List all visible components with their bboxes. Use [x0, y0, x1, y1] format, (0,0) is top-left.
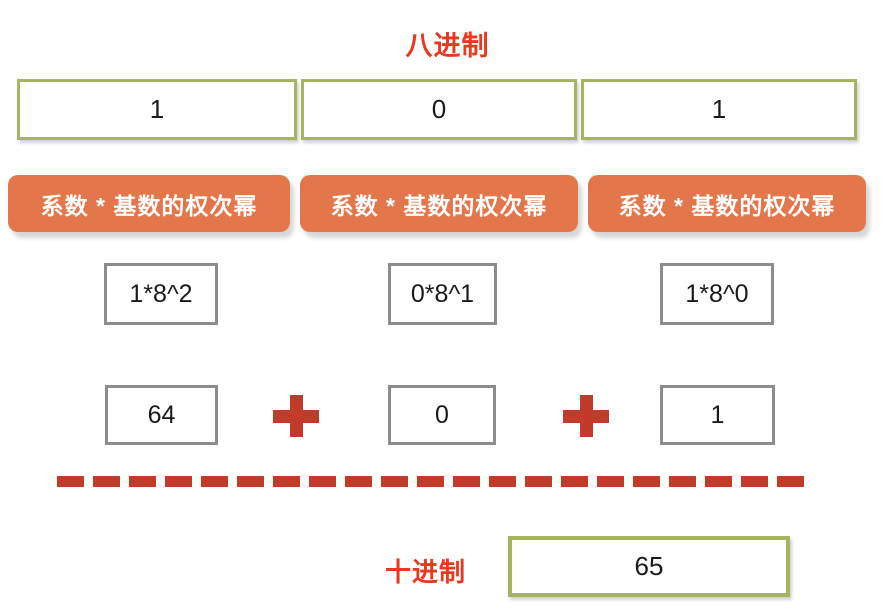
plus-icon-vertical-bar [580, 395, 593, 437]
product-value-box: 1 [660, 385, 775, 445]
coefficient-power-label: 系数 * 基数的权次幂 [300, 175, 578, 232]
power-formula-box: 1*8^2 [104, 263, 218, 325]
decimal-title: 十进制 [385, 557, 467, 587]
octal-digit-cell: 1 [581, 79, 857, 140]
power-formula-box: 0*8^1 [388, 263, 497, 325]
decimal-result-box: 65 [508, 536, 790, 597]
product-value-box: 64 [105, 385, 218, 445]
octal-digit-cell: 0 [301, 79, 577, 140]
octal-digit-cell: 1 [17, 79, 297, 140]
product-value-box: 0 [388, 385, 496, 445]
plus-icon [563, 395, 609, 437]
plus-icon [273, 395, 319, 437]
power-formula-box: 1*8^0 [660, 263, 774, 325]
coefficient-power-label: 系数 * 基数的权次幂 [588, 175, 866, 232]
dashed-divider-line [57, 476, 811, 487]
octal-title: 八进制 [405, 31, 490, 61]
plus-icon-vertical-bar [290, 395, 303, 437]
coefficient-power-label: 系数 * 基数的权次幂 [8, 175, 290, 232]
